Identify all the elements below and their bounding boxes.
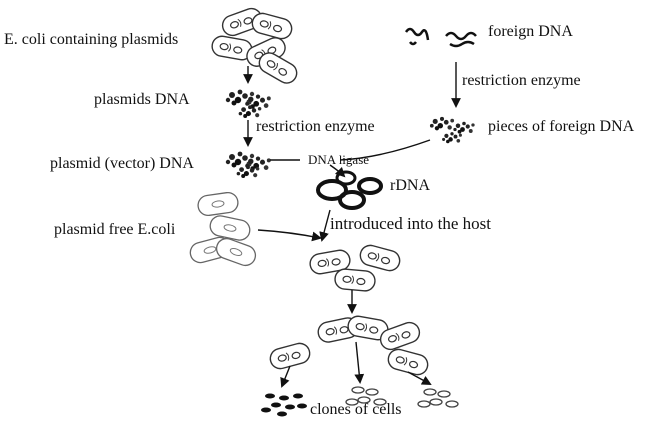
clone-colonies: [261, 386, 459, 417]
label-plasmid-vector-dna: plasmid (vector) DNA: [50, 155, 194, 172]
transformed-host-cells: [307, 242, 403, 293]
label-dna-ligase: DNA ligase: [308, 152, 370, 167]
foreign-dna-pieces: [429, 116, 475, 144]
dividing-cells: [267, 313, 431, 378]
vector-dna-cluster: [225, 151, 271, 178]
label-clones-of-cells: clones of cells: [310, 401, 402, 418]
label-rdna: rDNA: [390, 177, 430, 194]
foreign-dna-strands: [404, 27, 477, 48]
label-plasmid-free-ecoli: plasmid free E.coli: [54, 221, 176, 238]
process-arrows: [243, 62, 461, 388]
label-pieces-foreign-dna: pieces of foreign DNA: [488, 118, 635, 135]
rdna-rings: [316, 170, 383, 210]
label-foreign-dna: foreign DNA: [488, 23, 573, 40]
label-ecoli-with-plasmids: E. coli containing plasmids: [4, 31, 179, 48]
label-restriction-enzyme-left: restriction enzyme: [256, 118, 375, 135]
plasmids-dna-cluster: [225, 89, 271, 118]
label-introduced-into-host: introduced into the host: [330, 214, 492, 233]
plasmid-free-ecoli-cells: [187, 190, 259, 269]
label-restriction-enzyme-right: restriction enzyme: [462, 72, 581, 89]
label-plasmids-dna: plasmids DNA: [94, 91, 190, 108]
ecoli-with-plasmids-cells: [209, 5, 302, 88]
